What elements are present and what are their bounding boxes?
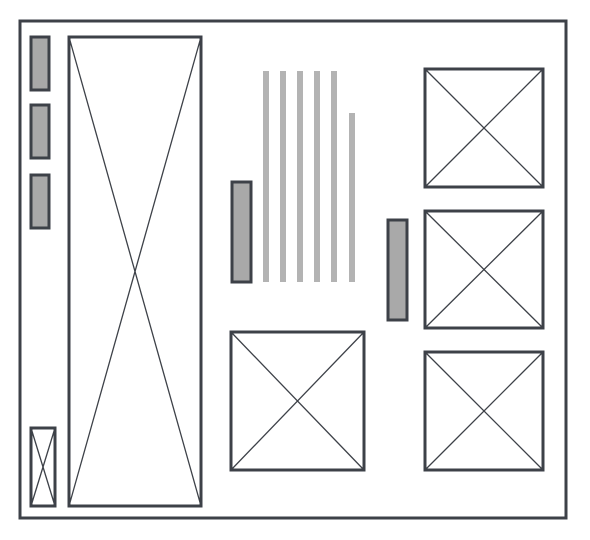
right-image-placeholder-1 [423, 67, 545, 189]
right-image-placeholder-3 [423, 350, 545, 472]
nav-button-3[interactable] [29, 173, 51, 230]
right-image-placeholder-2 [423, 209, 545, 330]
right-button[interactable] [386, 218, 409, 322]
text-line [331, 71, 337, 282]
middle-button[interactable] [230, 180, 253, 284]
text-line [314, 71, 320, 282]
text-line [263, 71, 269, 282]
nav-button-2[interactable] [29, 103, 51, 160]
small-placeholder-icon [29, 426, 57, 508]
main-image-placeholder [67, 35, 203, 508]
text-lines-block [263, 71, 355, 282]
left-nav [29, 35, 51, 230]
middle-image-placeholder [229, 330, 366, 472]
text-line [349, 113, 355, 282]
nav-button-1[interactable] [29, 35, 51, 92]
text-line [297, 71, 303, 282]
text-line [280, 71, 286, 282]
